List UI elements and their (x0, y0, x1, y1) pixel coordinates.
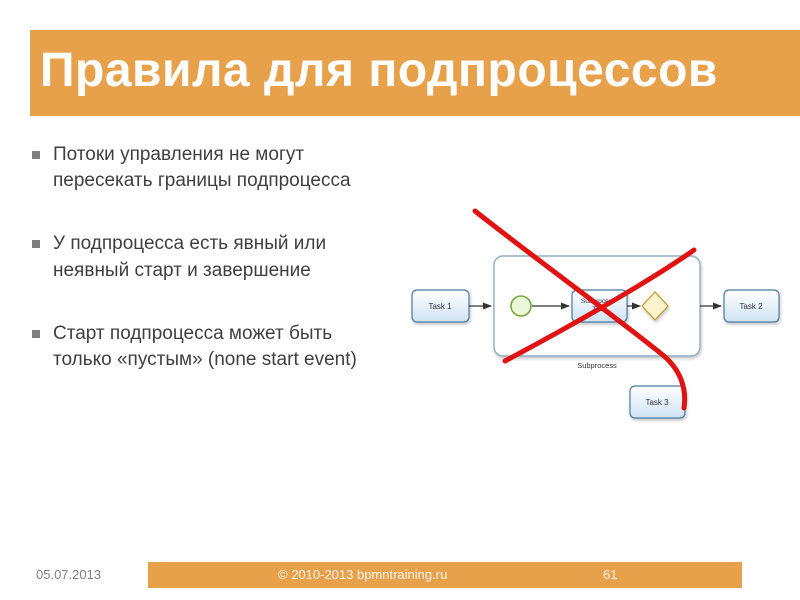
bullet-square-icon (32, 151, 40, 159)
bullet-item: Старт подпроцесса может быть только «пус… (32, 321, 392, 373)
footer-copyright: © 2010-2013 bpmntraining.ru (278, 567, 448, 582)
start-event-circle (510, 295, 532, 317)
page-number: 61 (603, 567, 618, 582)
bullet-text: Потоки управления не могут пересекать гр… (53, 144, 351, 192)
bullet-square-icon (32, 240, 40, 249)
slide-title: Правила для подпроцессов (40, 44, 718, 97)
task2-label: Task 2 (739, 302, 763, 311)
bullet-item: Потоки управления не могут пересекать гр… (32, 142, 392, 194)
red-cross-stroke (472, 208, 688, 411)
subprocess-label: Subprocess (577, 361, 617, 370)
bullet-text: У подпроцесса есть явный или неявный ста… (53, 233, 327, 281)
gateway-diamond (641, 291, 669, 321)
footer-bar: © 2010-2013 bpmntraining.ru 61 (148, 562, 742, 588)
footer-date: 05.07.2013 (36, 567, 102, 582)
bullet-item: У подпроцесса есть явный или неявный ста… (32, 231, 392, 283)
bullet-square-icon (32, 329, 40, 338)
task3-label: Task 3 (645, 398, 669, 407)
title-band: Правила для подпроцессов (30, 30, 800, 116)
bullet-list: Потоки управления не могут пересекать гр… (32, 142, 392, 410)
task1-label: Task 1 (428, 302, 452, 311)
task2-node (723, 289, 780, 323)
red-cross-stroke (502, 247, 697, 364)
bpmn-diagram: Subprocess Task 1 Subprocess Task (392, 188, 798, 450)
bullet-text: Старт подпроцесса может быть только «пус… (53, 322, 357, 371)
bpmn-diagram-svg: Subprocess Task 1 Subprocess Task (411, 208, 780, 419)
